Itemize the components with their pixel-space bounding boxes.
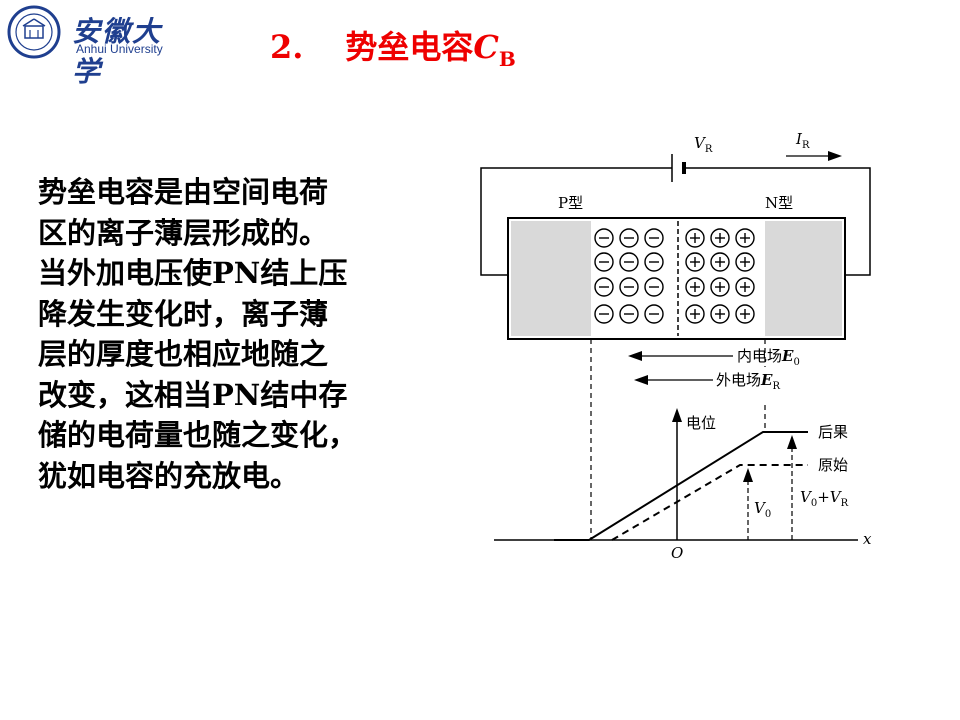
negative-ion-icon [619, 277, 639, 297]
body-line: 层的厚度也相应地随之 [38, 337, 329, 371]
v0-label: V0 [754, 499, 771, 520]
boundary-guides [590, 339, 766, 540]
positive-ion-icon [710, 277, 730, 297]
positive-ion-icon [685, 252, 705, 272]
outer-field-arrow-icon [634, 375, 713, 385]
outer-field-label: 外电场ER [716, 371, 780, 392]
negative-ion-icon [644, 277, 664, 297]
p-type-label: P型 [558, 194, 583, 212]
negative-ion-icon [619, 252, 639, 272]
original-potential-curve [611, 464, 808, 541]
body-line: 犹如电容的充放电。 [38, 458, 300, 493]
negative-ion-icon [594, 252, 614, 272]
positive-ion-icon [710, 252, 730, 272]
body-line: 降发生变化时，离子薄 [38, 296, 329, 331]
negative-ion-icon [594, 277, 614, 297]
v0-plus-vr-label: V0+VR [800, 488, 849, 509]
positive-ion-icon [685, 304, 705, 324]
ion-grid [594, 228, 755, 324]
title-number: 2. [270, 28, 304, 66]
positive-ion-icon [735, 252, 755, 272]
negative-ion-icon [594, 304, 614, 324]
logo-name-en: Anhui University [76, 42, 163, 56]
after-curve-label: 后果 [818, 423, 848, 441]
ir-label: IR [795, 130, 810, 151]
current-arrow-icon [786, 151, 842, 161]
vr-label: VR [694, 134, 713, 155]
body-line: 势垒电容是由空间电荷 [38, 175, 329, 209]
negative-ion-icon [619, 304, 639, 324]
title-subscript: B [498, 47, 516, 71]
body-line: 储的电荷量也随之变化， [38, 418, 358, 452]
positive-ion-icon [685, 277, 705, 297]
inner-field-arrow-icon [628, 351, 733, 361]
potential-axis [494, 408, 858, 541]
inner-field-label: 内电场E0 [737, 347, 800, 368]
potential-axis-label: 电位 [686, 414, 716, 432]
university-seal-icon [7, 5, 61, 59]
body-line: 当外加电压使PN结上压 [38, 256, 348, 290]
positive-ion-icon [735, 228, 755, 248]
after-potential-curve [554, 431, 808, 541]
x-axis-label: x [863, 530, 872, 548]
body-line: 改变，这相当PN结中存 [38, 377, 348, 412]
negative-ion-icon [644, 252, 664, 272]
body-line: 区的离子薄层形成的。 [38, 215, 329, 250]
negative-ion-icon [644, 304, 664, 324]
logo-name-zh: 安徽大学 [72, 15, 163, 88]
title-symbol: C [473, 28, 499, 66]
negative-ion-icon [644, 228, 664, 248]
negative-ion-icon [594, 228, 614, 248]
positive-ion-icon [735, 277, 755, 297]
negative-ion-icon [619, 228, 639, 248]
positive-ion-icon [710, 304, 730, 324]
body-paragraph: 势垒电容是由空间电荷 区的离子薄层形成的。 当外加电压使PN结上压 降发生变化时… [38, 172, 428, 496]
battery-icon [671, 154, 686, 182]
v0-plus-vr-dimension-arrow-icon [787, 435, 797, 540]
slide-title: 2. 势垒电容CB [270, 22, 516, 71]
positive-ion-icon [710, 228, 730, 248]
origin-label: O [671, 544, 683, 562]
positive-ion-icon [685, 228, 705, 248]
n-type-label: N型 [765, 194, 793, 212]
original-curve-label: 原始 [818, 456, 848, 474]
semiconductor-block [507, 217, 846, 340]
university-logo: 安徽大学 Anhui University [6, 4, 186, 88]
v0-dimension-arrow-icon [743, 468, 753, 540]
positive-ion-icon [735, 304, 755, 324]
title-text: 势垒电容 [345, 28, 474, 66]
external-circuit [480, 167, 871, 276]
